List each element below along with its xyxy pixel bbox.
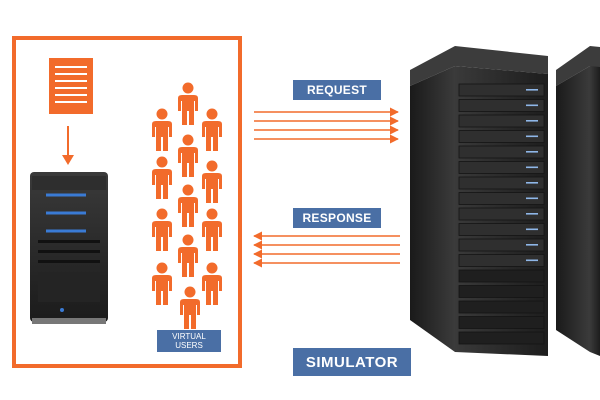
rack-slot (458, 331, 545, 345)
rack-slots (458, 83, 545, 345)
rack-slot (458, 176, 545, 190)
rack-slot (458, 316, 545, 329)
person-icon (152, 156, 172, 199)
person-icon (178, 234, 198, 277)
person-icon (202, 262, 222, 305)
rack-slot (458, 254, 545, 267)
rack-led (526, 104, 538, 107)
person-icon (152, 108, 172, 151)
rack-slot (458, 99, 545, 112)
rack-led (526, 166, 538, 169)
rack-led (526, 182, 538, 184)
tower-server-icon (30, 172, 108, 324)
rack-slot (458, 145, 545, 159)
person-icon (202, 160, 222, 203)
person-icon (178, 184, 198, 227)
virtual-users-label: VIRTUAL USERS (157, 330, 221, 352)
rack-slot (458, 223, 545, 236)
rack-slot (458, 192, 545, 205)
response-label: RESPONSE (293, 208, 381, 228)
document-icon (49, 58, 93, 114)
simulator-label: SIMULATOR (293, 348, 411, 376)
rack-led (526, 259, 538, 262)
person-icon (180, 286, 200, 329)
rack-led (526, 151, 538, 153)
virtual-users-label-line2: USERS (175, 341, 203, 350)
server-rack-icon (556, 46, 600, 356)
client-frame (12, 36, 242, 368)
down-arrow-icon (62, 126, 74, 165)
person-icon (178, 134, 198, 177)
rack-led (526, 120, 538, 122)
rack-slot (458, 269, 545, 283)
request-arrows (254, 107, 399, 144)
rack-slot (458, 300, 545, 314)
rack-led (526, 228, 538, 231)
rack-slot (458, 207, 545, 221)
rack-led (526, 213, 538, 215)
person-icon (152, 262, 172, 305)
rack-slot (458, 285, 545, 298)
rack-led (526, 135, 538, 138)
virtual-users-group (152, 82, 222, 329)
rack-led (526, 197, 538, 200)
person-icon (178, 82, 198, 125)
request-label: REQUEST (293, 80, 381, 100)
rack-slot (458, 83, 545, 97)
response-arrows (253, 231, 400, 268)
virtual-users-label-line1: VIRTUAL (172, 332, 206, 341)
rack-led (526, 89, 538, 91)
rack-slot (458, 161, 545, 174)
server-rack-icon (410, 46, 548, 356)
rack-slot (458, 114, 545, 128)
person-icon (202, 108, 222, 151)
rack-slot (458, 130, 545, 143)
rack-led (526, 244, 538, 246)
person-icon (152, 208, 172, 251)
rack-slot (458, 238, 545, 252)
person-icon (202, 208, 222, 251)
